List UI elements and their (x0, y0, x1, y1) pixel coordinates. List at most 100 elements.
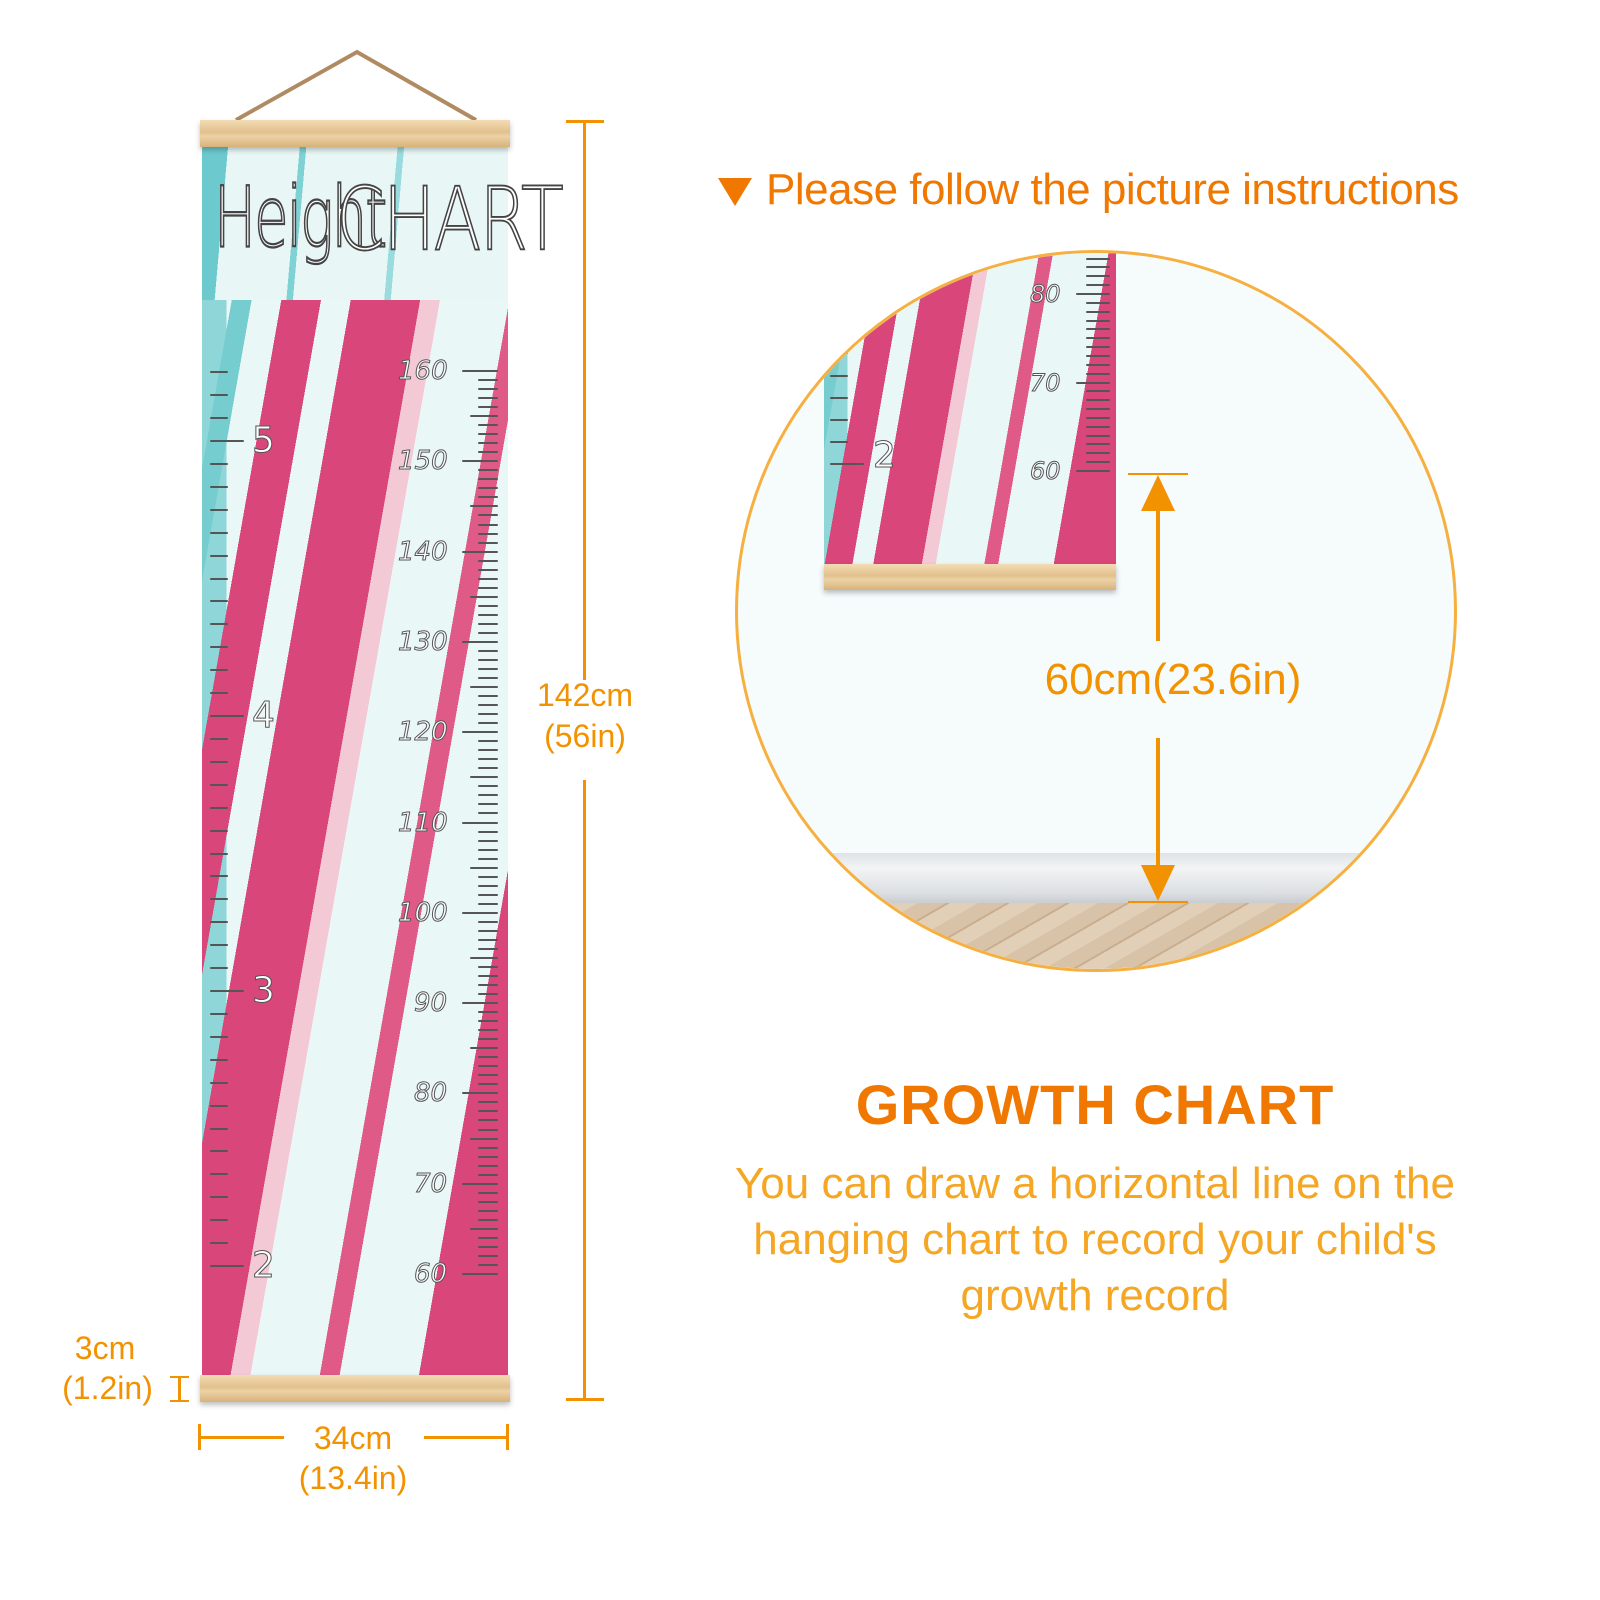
cm-tick (478, 658, 498, 661)
cm-tick (478, 1128, 498, 1131)
inch-tick (210, 944, 228, 947)
cm-label: 110 (398, 807, 449, 838)
cm-tick (462, 1002, 498, 1005)
cm-tick (478, 993, 498, 996)
growth-chart-description: You can draw a horizontal line on the ha… (735, 1159, 1455, 1320)
width-dimension-line (199, 1436, 284, 1439)
inch-tick (210, 1196, 228, 1199)
cm-label: 70 (413, 1168, 448, 1199)
rod-in-label: (1.2in) (62, 1370, 153, 1406)
inch-tick (210, 623, 228, 626)
cm-tick (478, 740, 498, 743)
growth-chart-title: GROWTH CHART (855, 1073, 1335, 1136)
cm-label: 90 (413, 988, 448, 1019)
cm-tick (478, 830, 498, 833)
width-cm-label: 34cm (313, 1420, 393, 1456)
arrow-shaft-bottom (1156, 738, 1160, 873)
cm-tick (478, 1011, 498, 1014)
cm-tick (1086, 408, 1110, 411)
cm-tick (478, 1056, 498, 1059)
cm-tick (478, 1101, 498, 1104)
cm-tick (1086, 266, 1110, 269)
cm-tick (462, 460, 498, 463)
inch-tick (210, 1104, 228, 1107)
inch-tick (210, 806, 228, 809)
inch-tick (210, 1219, 228, 1222)
inch-tick (210, 1012, 228, 1015)
cm-tick (478, 604, 498, 607)
chart-title-chart: CHART (335, 167, 564, 271)
cm-tick (478, 785, 498, 788)
cm-tick (478, 1083, 498, 1086)
inch-tick (830, 374, 848, 377)
cm-tick (478, 451, 498, 454)
cm-label: 140 (398, 536, 449, 567)
cm-tick (478, 631, 498, 634)
inch-tick (210, 829, 228, 832)
cm-tick (478, 532, 498, 535)
cm-tick (478, 1146, 498, 1149)
wood-floor (738, 903, 1454, 969)
cm-label: 60 (413, 1259, 448, 1290)
cm-tick (478, 1074, 498, 1077)
inch-tick (210, 783, 228, 786)
inch-tick (830, 418, 848, 421)
cm-tick (478, 442, 498, 445)
cm-tick (462, 911, 498, 914)
cm-tick (1086, 363, 1110, 366)
cm-tick (478, 875, 498, 878)
inch-tick (210, 852, 228, 855)
cm-tick (478, 568, 498, 571)
cm-tick (478, 577, 498, 580)
inch-tick (210, 394, 228, 397)
inch-tick (210, 440, 244, 442)
cm-tick (1086, 257, 1110, 260)
inch-tick (830, 396, 848, 399)
cm-tick (462, 1273, 498, 1275)
cm-tick (478, 893, 498, 896)
height-cm-label: 142cm (536, 677, 634, 713)
cm-tick (478, 613, 498, 616)
cm-tick (1086, 452, 1110, 455)
inch-tick (210, 669, 228, 672)
cm-tick (478, 704, 498, 707)
cm-tick (478, 1119, 498, 1122)
cm-tick (478, 975, 498, 977)
cm-tick (478, 1029, 498, 1032)
cm-tick (1086, 372, 1110, 375)
inch-tick (210, 531, 228, 534)
inch-tick (210, 967, 228, 970)
cm-tick (1086, 319, 1110, 322)
instruction-text: Please follow the picture instructions (766, 165, 1459, 214)
cm-tick (478, 929, 498, 932)
cm-tick (478, 397, 498, 400)
cm-tick (478, 667, 498, 670)
cm-tick (1086, 310, 1110, 313)
cm-tick (478, 848, 498, 851)
cm-tick (1086, 337, 1110, 340)
cm-tick (478, 559, 498, 562)
inch-tick (830, 463, 864, 465)
cm-label: 150 (398, 446, 449, 477)
cm-tick (470, 1137, 498, 1140)
inch-tick (210, 371, 228, 374)
cm-tick (478, 1236, 498, 1239)
cm-tick (1086, 346, 1110, 349)
cm-tick (1086, 416, 1110, 419)
cm-tick (478, 496, 498, 499)
cm-tick (478, 947, 498, 950)
cm-label: 160 (398, 356, 449, 387)
cm-tick (478, 424, 498, 427)
cm-tick (470, 595, 498, 598)
width-in-label: (13.4in) (298, 1460, 408, 1496)
arrow-up-icon (1141, 475, 1175, 511)
triangle-down-icon (718, 178, 752, 206)
cm-tick (1086, 284, 1110, 287)
cm-tick (478, 1191, 498, 1194)
cm-tick (1076, 381, 1110, 384)
cm-tick (478, 794, 498, 797)
cm-tick (478, 379, 498, 382)
cm-tick (478, 695, 498, 698)
cm-tick (478, 1218, 498, 1221)
